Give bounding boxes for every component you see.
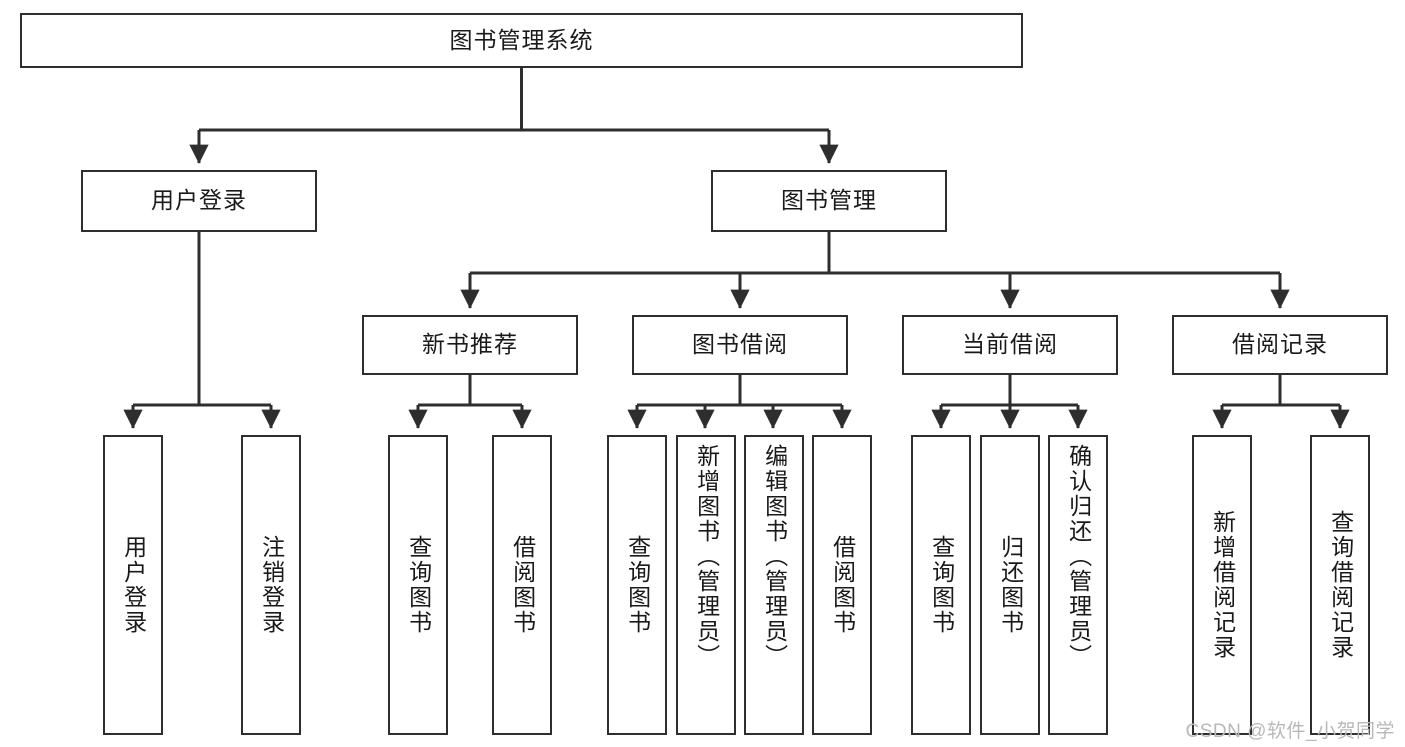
leaf-node-current-confirm-return-admin[interactable]: 确认归还（管理员） — [1048, 435, 1108, 735]
leaf-node-user-logout[interactable]: 注销登录 — [241, 435, 301, 735]
node-new-book-recommendation[interactable]: 新书推荐 — [362, 315, 578, 375]
node-label: 借阅记录 — [1232, 331, 1328, 358]
node-root-book-management-system[interactable]: 图书管理系统 — [20, 13, 1023, 68]
node-book-borrowing[interactable]: 图书借阅 — [632, 315, 848, 375]
leaf-node-borrow-add-book-admin[interactable]: 新增图书（管理员） — [676, 435, 736, 735]
leaf-node-add-borrow-record[interactable]: 新增借阅记录 — [1192, 435, 1252, 735]
leaf-node-borrow-lend-book[interactable]: 借阅图书 — [812, 435, 872, 735]
node-label: 新增图书（管理员） — [693, 444, 720, 669]
node-label: 用户登录 — [151, 187, 247, 214]
node-label: 图书借阅 — [692, 331, 788, 358]
node-label: 确认归还（管理员） — [1065, 444, 1092, 669]
node-label: 用户登录 — [120, 535, 147, 635]
node-label: 借阅图书 — [829, 535, 856, 635]
node-label: 查询图书 — [405, 535, 432, 635]
leaf-node-recommend-query-book[interactable]: 查询图书 — [388, 435, 448, 735]
node-current-borrowing[interactable]: 当前借阅 — [902, 315, 1118, 375]
node-label: 查询图书 — [624, 535, 651, 635]
leaf-node-current-query-book[interactable]: 查询图书 — [911, 435, 971, 735]
node-label: 图书管理 — [781, 187, 877, 214]
leaf-node-user-login[interactable]: 用户登录 — [103, 435, 163, 735]
node-label: 编辑图书（管理员） — [761, 444, 788, 669]
node-user-login[interactable]: 用户登录 — [81, 170, 317, 232]
node-label: 新书推荐 — [422, 331, 518, 358]
leaf-node-current-return-book[interactable]: 归还图书 — [980, 435, 1040, 735]
node-book-management[interactable]: 图书管理 — [711, 170, 947, 232]
leaf-node-borrow-query-book[interactable]: 查询图书 — [607, 435, 667, 735]
node-label: 注销登录 — [258, 535, 285, 635]
node-label: 查询借阅记录 — [1327, 510, 1354, 660]
leaf-node-borrow-edit-book-admin[interactable]: 编辑图书（管理员） — [744, 435, 804, 735]
node-label: 借阅图书 — [509, 535, 536, 635]
node-label: 图书管理系统 — [449, 26, 594, 53]
node-label: 查询图书 — [928, 535, 955, 635]
node-borrowing-record[interactable]: 借阅记录 — [1172, 315, 1388, 375]
node-label: 当前借阅 — [962, 331, 1058, 358]
leaf-node-query-borrow-record[interactable]: 查询借阅记录 — [1310, 435, 1370, 735]
leaf-node-recommend-borrow-book[interactable]: 借阅图书 — [492, 435, 552, 735]
node-label: 新增借阅记录 — [1209, 510, 1236, 660]
node-label: 归还图书 — [997, 535, 1024, 635]
